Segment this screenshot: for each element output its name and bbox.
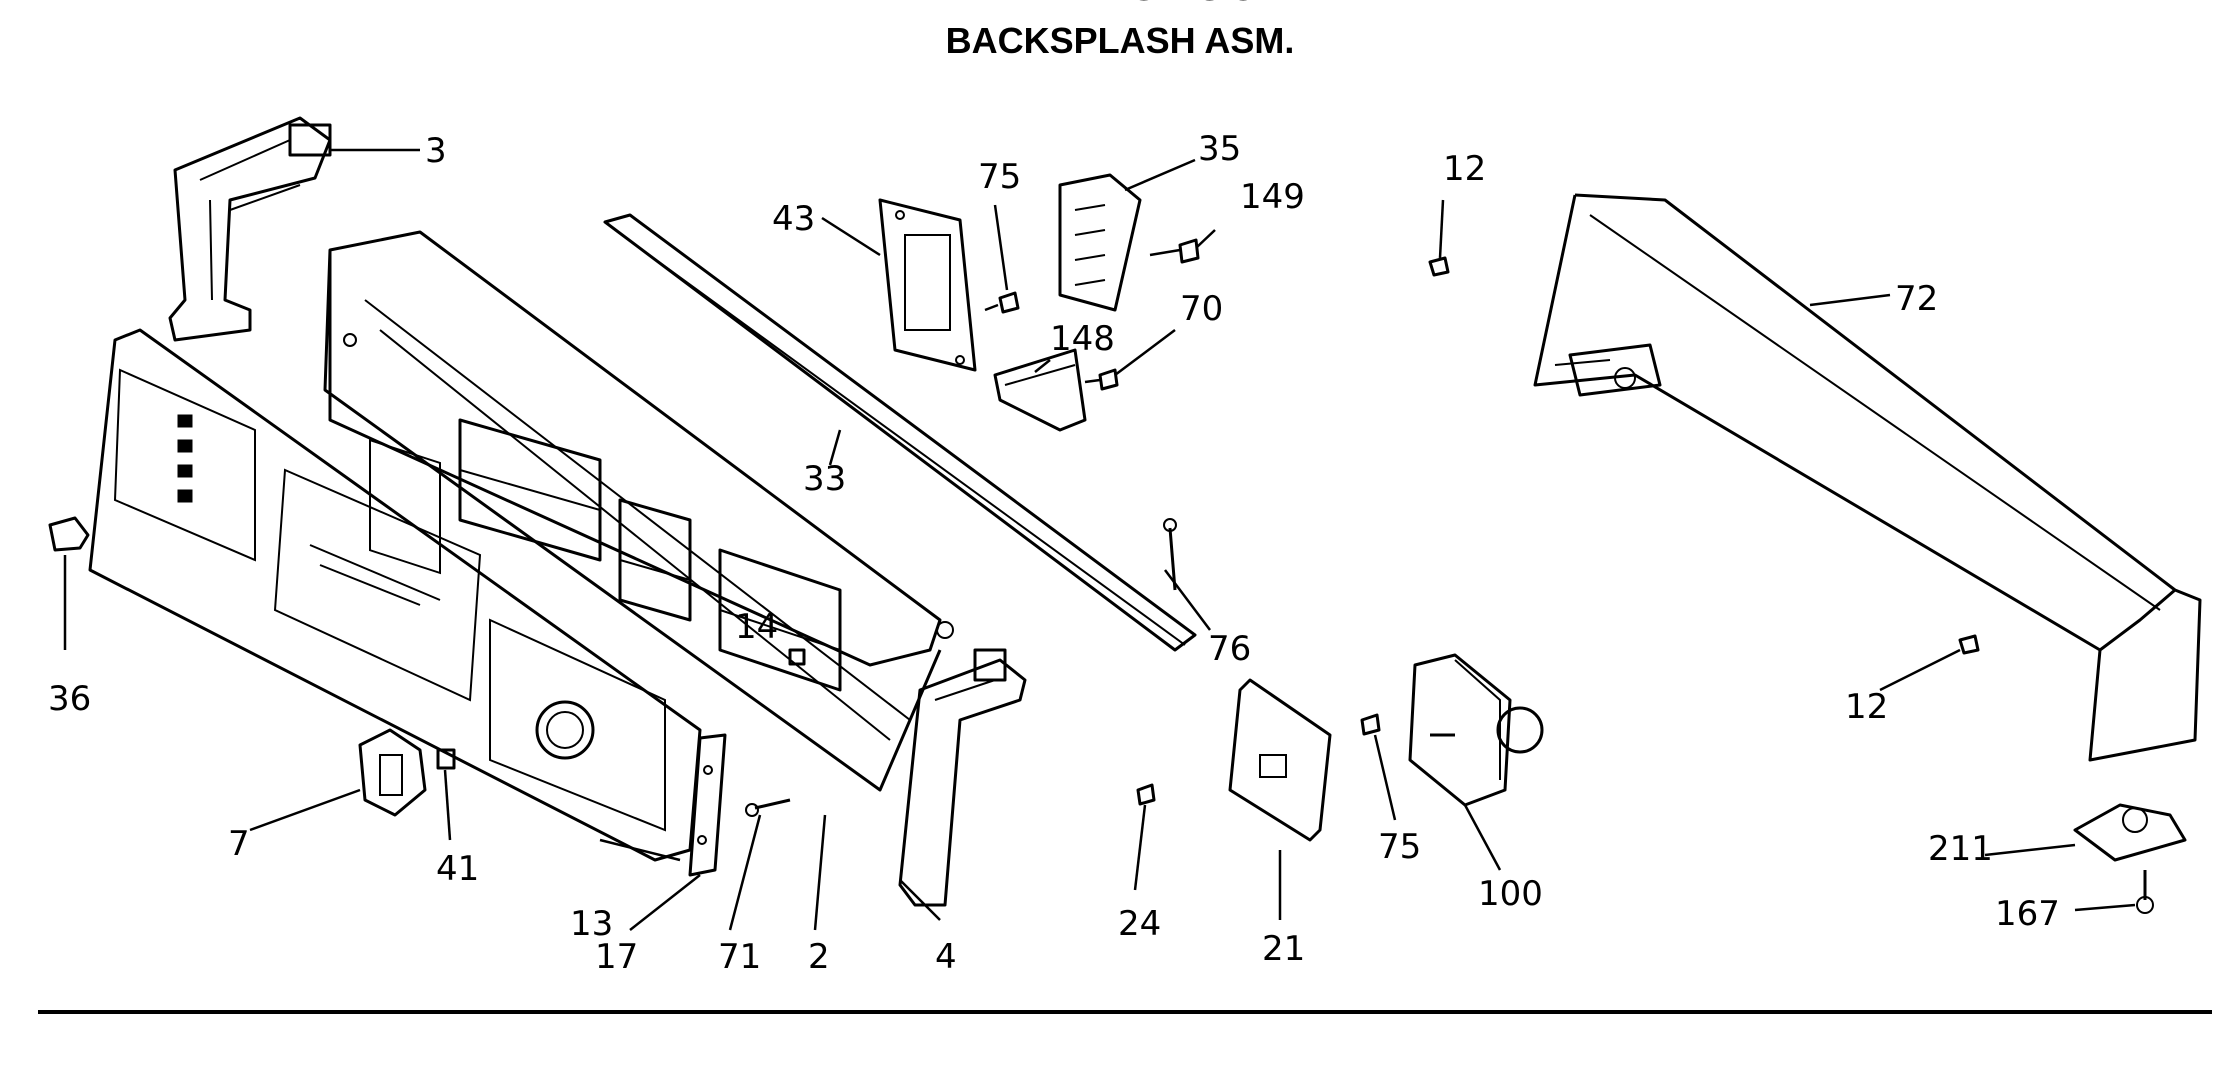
- plate-21: [1228, 678, 1332, 842]
- callout-7: 7: [228, 824, 250, 864]
- control-faceplate: [88, 328, 702, 862]
- end-cap-left: [168, 116, 332, 342]
- screw-71: [745, 798, 791, 817]
- bracket: [878, 198, 977, 372]
- timer-100: [1408, 653, 1544, 807]
- small-bracket: [993, 348, 1087, 432]
- knob-7: [358, 728, 427, 817]
- callout-3: 3: [425, 131, 447, 171]
- screw-24: [1136, 783, 1156, 806]
- callout-211: 211: [1928, 829, 1993, 869]
- callout-75-lower: 75: [1378, 827, 1421, 867]
- callout-12: 12: [1443, 149, 1486, 189]
- clip-12a: [1428, 256, 1450, 277]
- backsplash-panel: [323, 230, 954, 792]
- screw-75a: [984, 291, 1020, 314]
- callout-72: 72: [1895, 279, 1938, 319]
- bracket-211: [2073, 803, 2187, 862]
- clip-41: [436, 748, 456, 770]
- callout-41: 41: [436, 849, 479, 889]
- callout-17: 17: [595, 937, 638, 977]
- strip-17: [688, 733, 727, 877]
- callout-2: 2: [808, 937, 830, 977]
- callout-43: 43: [772, 199, 815, 239]
- switch: [1058, 173, 1142, 312]
- callout-70: 70: [1180, 289, 1223, 329]
- callout-71: 71: [718, 937, 761, 977]
- callout-24: 24: [1118, 904, 1161, 944]
- model-number-cropped: WWA8750: [0, 0, 2240, 13]
- rail: [603, 213, 1197, 652]
- callout-100: 100: [1478, 874, 1543, 914]
- callout-14: 14: [735, 607, 778, 647]
- callout-76: 76: [1208, 629, 1251, 669]
- callout-labels: 3 43 75 35 149 12 72 148 70 33 36 14 76 …: [48, 129, 2060, 977]
- screw-149: [1149, 238, 1200, 264]
- callout-33: 33: [803, 459, 846, 499]
- callout-75: 75: [978, 157, 1021, 197]
- callout-167: 167: [1995, 894, 2060, 934]
- clip-12b: [1958, 634, 1980, 655]
- screw-70: [1084, 368, 1119, 391]
- screw-75b: [1360, 713, 1381, 736]
- callout-12-lower: 12: [1845, 687, 1888, 727]
- knob-36: [48, 516, 90, 552]
- callout-13: 13: [570, 904, 613, 944]
- end-cap-right: [898, 648, 1027, 907]
- callout-35: 35: [1198, 129, 1241, 169]
- leader-lines: [63, 148, 2136, 931]
- callout-148: 148: [1050, 319, 1115, 359]
- screw-14: [788, 648, 806, 666]
- screw-167: [2136, 870, 2154, 914]
- diagram-title: BACKSPLASH ASM.: [945, 20, 1295, 61]
- callout-21: 21: [1262, 929, 1305, 969]
- console-cabinet: [1533, 193, 2202, 762]
- callout-4: 4: [935, 937, 957, 977]
- screw-76: [1163, 518, 1177, 591]
- callout-36: 36: [48, 679, 91, 719]
- callout-149: 149: [1240, 177, 1305, 217]
